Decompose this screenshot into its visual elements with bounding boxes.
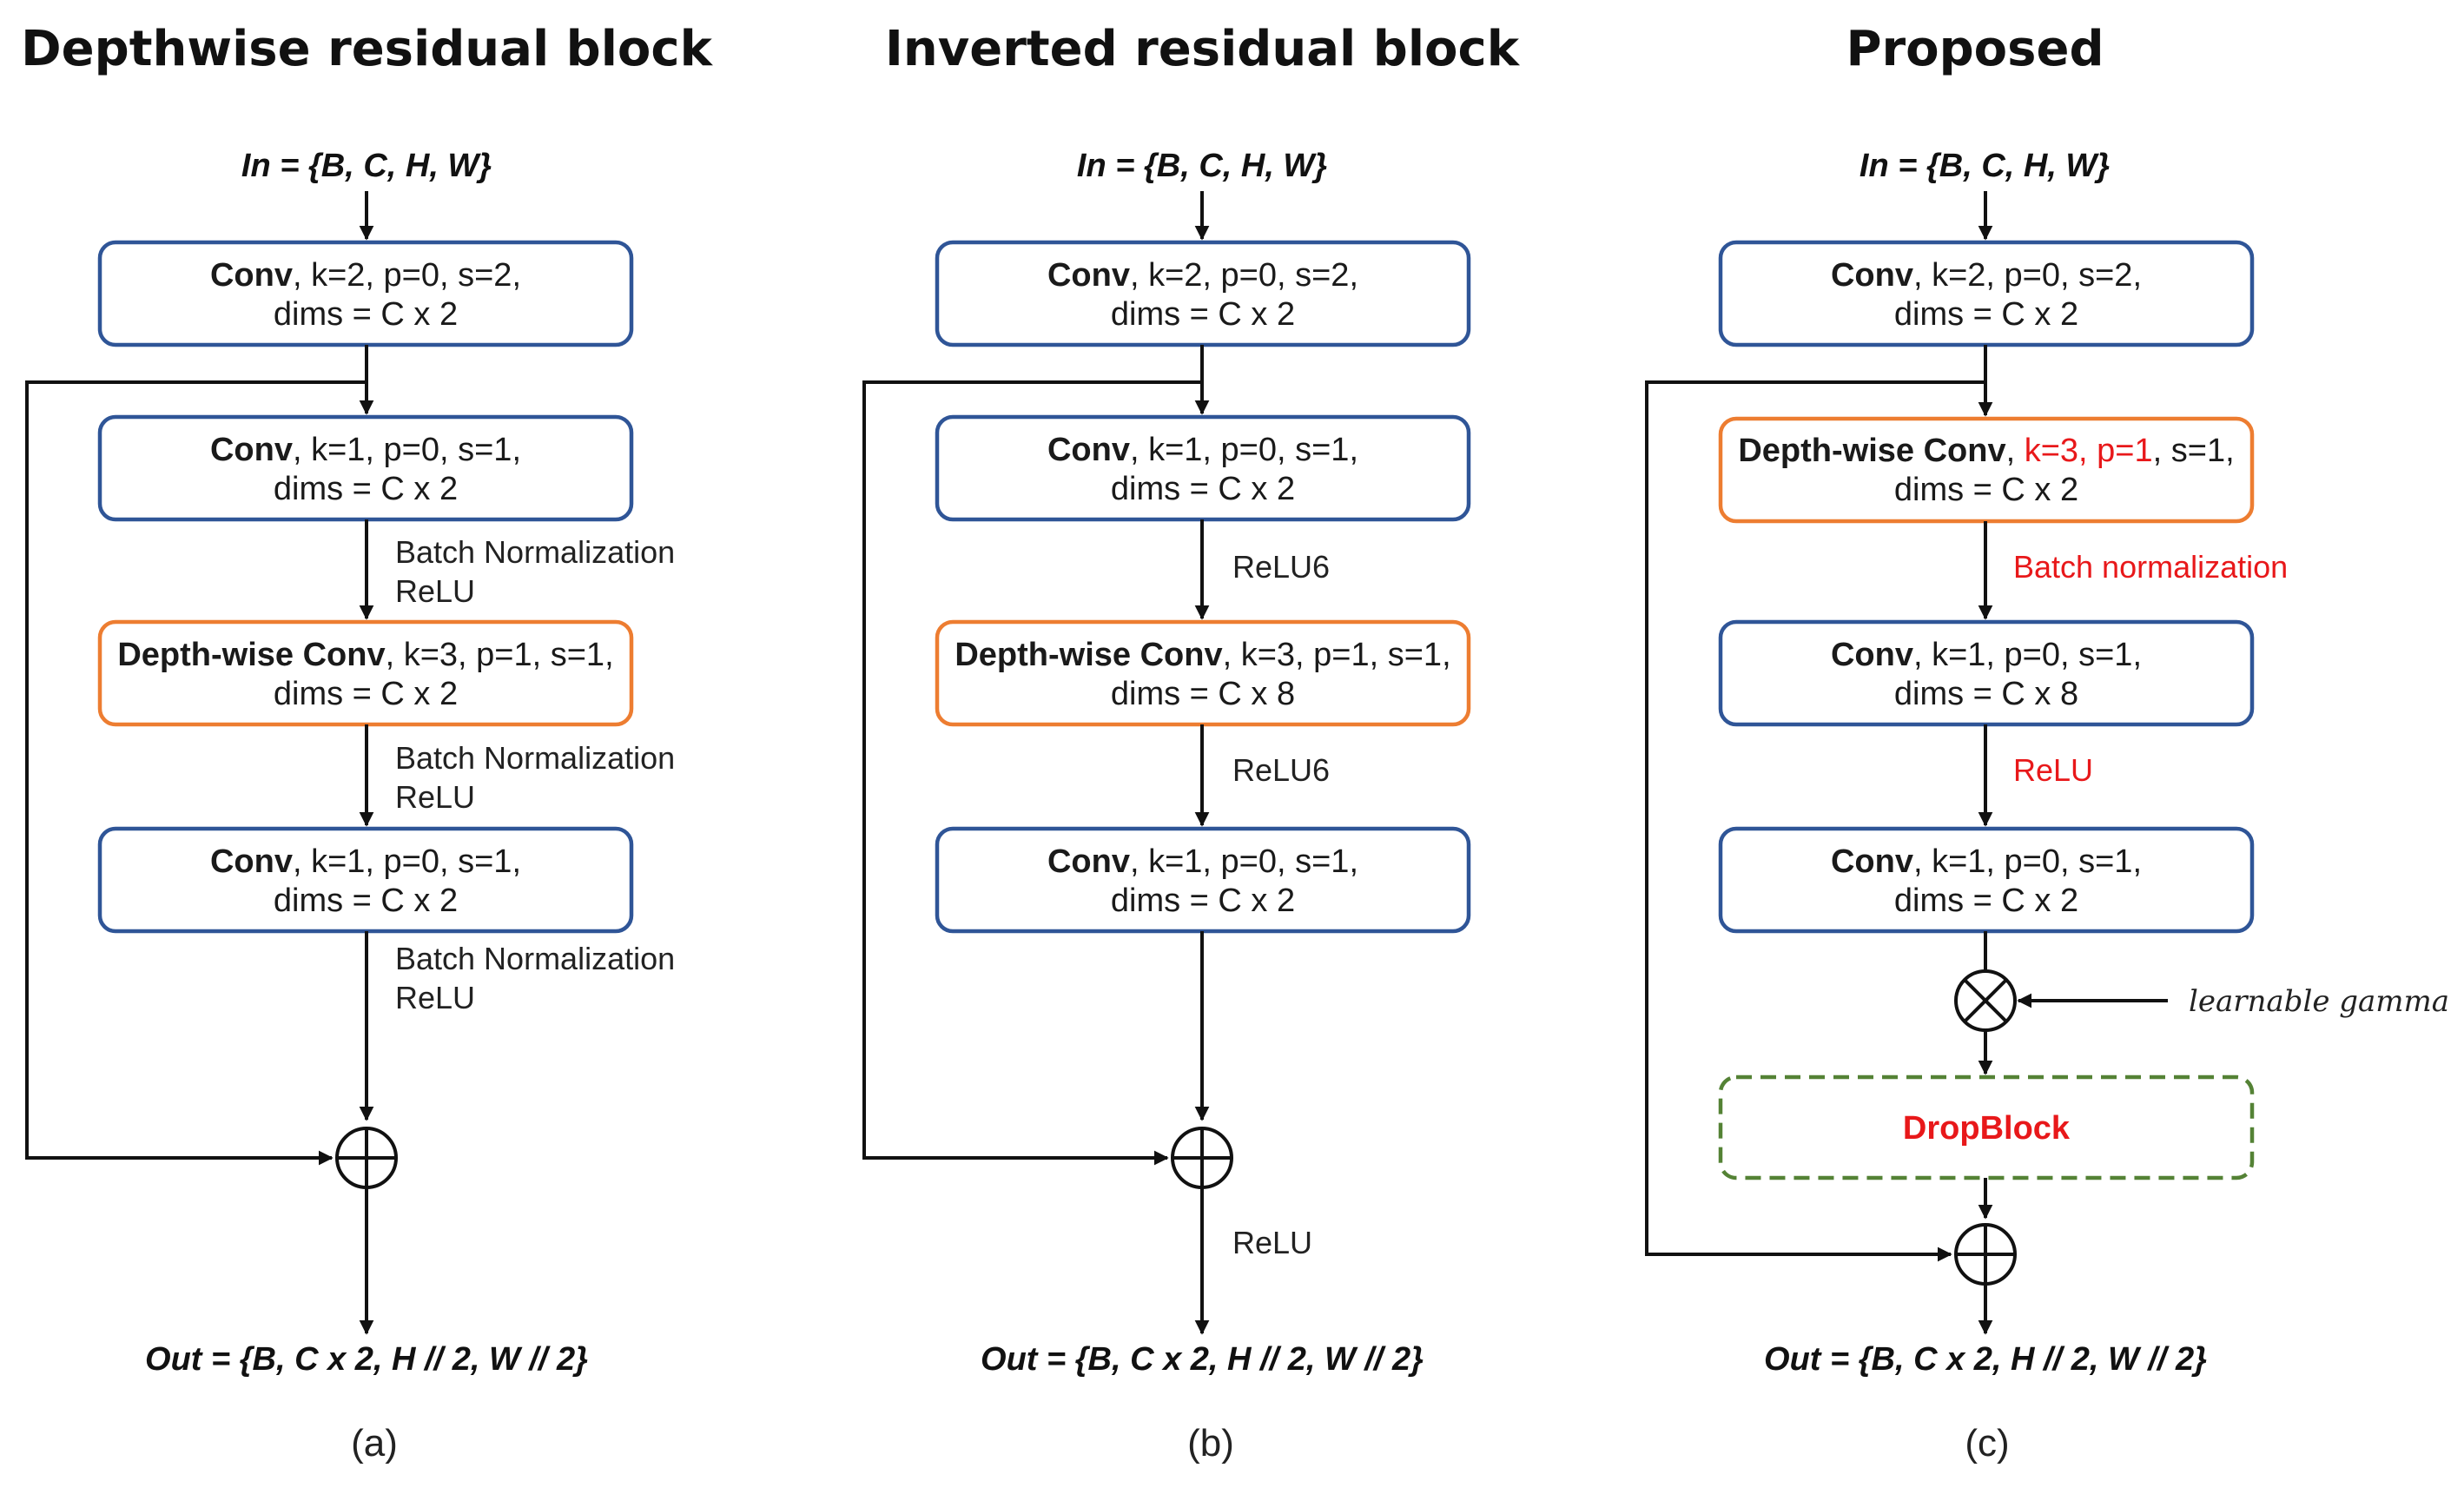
conv-box-3-dims: dims = C x 2 <box>1111 883 1295 919</box>
panel-a-output: Out = {B, C x 2, H // 2, W // 2} <box>145 1341 588 1378</box>
depthwise-conv-box-line1: Depth-wise Conv, k=3, p=1, s=1, <box>955 637 1450 673</box>
add-operator-icon <box>335 1127 398 1189</box>
add-operator-icon <box>1171 1127 1233 1189</box>
activation-label: ReLU <box>395 779 475 815</box>
conv-box-1-dims: dims = C x 2 <box>1894 296 2078 333</box>
conv-box-2-dims: dims = C x 8 <box>1894 676 2078 712</box>
activation-label: ReLU <box>1232 1225 1312 1260</box>
multiply-operator-icon <box>1954 969 2017 1032</box>
depthwise-conv-box-line1: Depth-wise Conv, k=3, p=1, s=1, <box>1738 433 2234 469</box>
activation-label: ReLU6 <box>1232 549 1330 585</box>
conv-box-1-line1: Conv, k=2, p=0, s=2, <box>1047 257 1358 294</box>
depthwise-conv-box-dims: dims = C x 8 <box>1111 676 1295 712</box>
conv-box-3-line1: Conv, k=1, p=0, s=1, <box>1047 843 1358 880</box>
conv-box-2-line1: Conv, k=1, p=0, s=1, <box>1831 637 2142 673</box>
activation-label: Batch normalization <box>2013 549 2288 585</box>
conv-box-3-dims: dims = C x 2 <box>1894 883 2078 919</box>
conv-box-2-dims: dims = C x 2 <box>274 471 458 507</box>
activation-label: Batch Normalization <box>395 534 675 570</box>
residual-skip-line <box>25 380 367 1166</box>
panel-a-caption: (a) <box>351 1422 398 1465</box>
panel-b-title: Inverted residual block <box>885 21 1521 77</box>
conv-box-2-line1: Conv, k=1, p=0, s=1, <box>210 432 521 468</box>
conv-box-3-dims: dims = C x 2 <box>274 883 458 919</box>
learnable-gamma-label: learnable gamma <box>2189 984 2449 1019</box>
panel-b: Inverted residual block In = {B, C, H, W… <box>862 21 1521 1465</box>
residual-skip-line <box>862 380 1202 1166</box>
panel-b-output: Out = {B, C x 2, H // 2, W // 2} <box>981 1341 1424 1378</box>
panel-c-input: In = {B, C, H, W} <box>1860 148 2110 184</box>
depthwise-conv-box-line1: Depth-wise Conv, k=3, p=1, s=1, <box>117 637 613 673</box>
conv-box-1-line1: Conv, k=2, p=0, s=2, <box>210 257 521 294</box>
activation-label: ReLU6 <box>1232 752 1330 788</box>
panel-b-input: In = {B, C, H, W} <box>1077 148 1327 184</box>
depthwise-conv-box-dims: dims = C x 2 <box>1894 472 2078 508</box>
panel-c: Proposed In = {B, C, H, W} Conv, k=2, p=… <box>1645 21 2449 1465</box>
panel-c-title: Proposed <box>1846 21 2104 77</box>
panel-a-input: In = {B, C, H, W} <box>241 148 492 184</box>
activation-label: Batch Normalization <box>395 941 675 976</box>
residual-skip-line <box>1645 380 1985 1262</box>
conv-box-1-line1: Conv, k=2, p=0, s=2, <box>1831 257 2142 294</box>
panel-c-caption: (c) <box>1965 1422 2009 1465</box>
panel-b-caption: (b) <box>1187 1422 1234 1465</box>
dropblock-label: DropBlock <box>1903 1110 2071 1147</box>
conv-box-2-line1: Conv, k=1, p=0, s=1, <box>1047 432 1358 468</box>
conv-box-2-dims: dims = C x 2 <box>1111 471 1295 507</box>
conv-box-1-dims: dims = C x 2 <box>274 296 458 333</box>
depthwise-conv-box-dims: dims = C x 2 <box>274 676 458 712</box>
activation-label: Batch Normalization <box>395 740 675 776</box>
panel-a-title: Depthwise residual block <box>21 21 713 77</box>
conv-box-3-line1: Conv, k=1, p=0, s=1, <box>1831 843 2142 880</box>
conv-box-1-dims: dims = C x 2 <box>1111 296 1295 333</box>
activation-label: ReLU <box>395 980 475 1015</box>
panel-a: Depthwise residual block In = {B, C, H, … <box>21 21 713 1465</box>
add-operator-icon <box>1954 1223 2017 1286</box>
activation-label: ReLU <box>2013 752 2093 788</box>
conv-box-3-line1: Conv, k=1, p=0, s=1, <box>210 843 521 880</box>
activation-label: ReLU <box>395 573 475 609</box>
panel-c-output: Out = {B, C x 2, H // 2, W // 2} <box>1764 1341 2207 1378</box>
dropblock-box <box>1718 1075 2255 1180</box>
